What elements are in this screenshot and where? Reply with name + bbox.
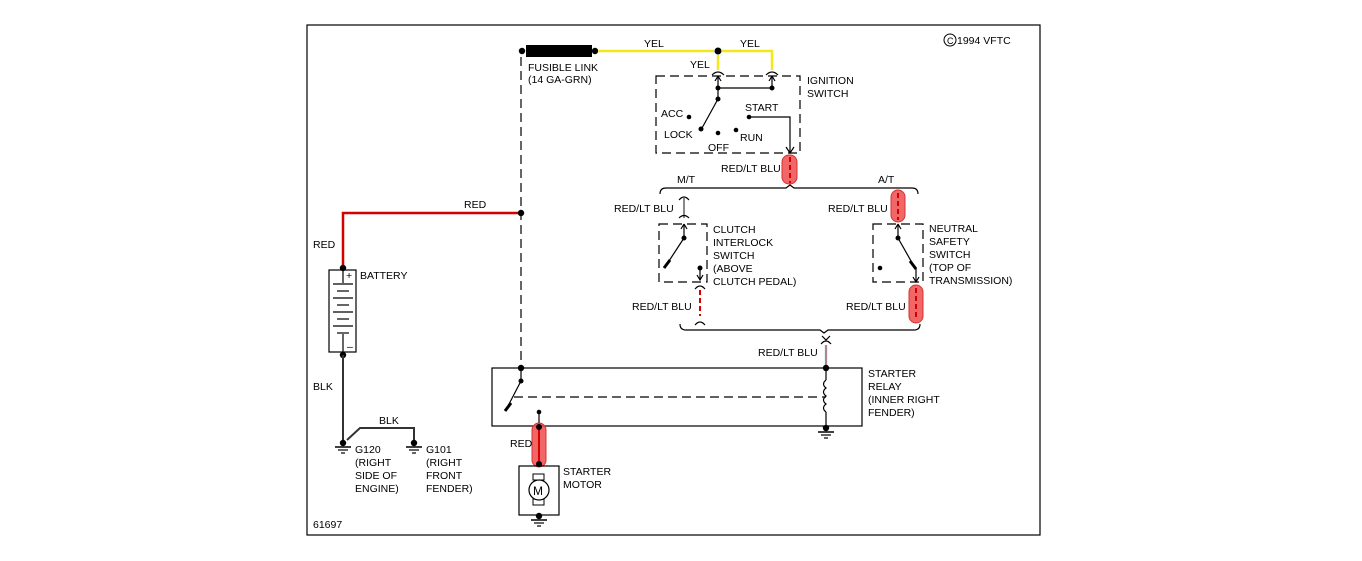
clutch-switch-line-5: CLUTCH PEDAL) [713,276,796,288]
neutral-switch-line-3: SWITCH [929,249,970,261]
ign-pos-start: START [745,102,779,114]
red-starter-label: RED [510,438,533,450]
ignition-switch: ACC LOCK OFF RUN START IGNITION SWITCH [655,71,854,155]
ground-icon [335,439,351,454]
g120-line-4: ENGINE) [355,483,399,495]
g120-line-3: SIDE OF [355,470,397,482]
starter-motor-line-1: STARTER [563,466,611,478]
ign-pos-off: OFF [708,142,729,154]
mt-branch-label: M/T [677,174,696,186]
fusible-link-label: FUSIBLE LINK [528,62,598,74]
clutch-switch-line-3: SWITCH [713,250,754,262]
ign-output-wire: RED/LT BLU [721,154,798,185]
branch-brace: M/T A/T [659,174,919,195]
battery-ground-wiring: BLK BLK G120 (RIGHT SIDE OF ENGINE) G101… [313,355,473,495]
clutch-switch-line-2: INTERLOCK [713,237,773,249]
battery-minus: – [347,341,353,353]
relay-line-2: RELAY [868,381,902,393]
blk-battery-label: BLK [313,381,333,393]
neutral-safety-switch: RED/LT BLU RED/LT BLU NEUTRAL SAFETY SWI… [828,189,1012,324]
ground-icon [531,512,547,527]
fusible-link-body [526,45,592,57]
neutral-switch-line-2: SAFETY [929,236,970,248]
starter-motor: RED M STARTER MOTOR [510,422,611,527]
g101-line-1: G101 [426,444,452,456]
red-top-label: RED [464,199,487,211]
ign-out-label: RED/LT BLU [721,163,781,175]
neutral-switch-line-1: NEUTRAL [929,223,978,235]
blk-ground-label: BLK [379,415,399,427]
ground-icon [406,439,422,454]
starter-relay: STARTER RELAY (INNER RIGHT FENDER) [491,364,940,439]
fusible-link: FUSIBLE LINK (14 GA-GRN) [518,45,599,86]
motor-icon [528,479,550,501]
g101-line-3: FRONT [426,470,463,482]
clutch-interlock-switch: RED/LT BLU RED/LT BLU CLUTCH INTERLOCK S… [614,196,796,326]
g120-line-2: (RIGHT [355,457,392,469]
ign-pos-run: RUN [740,132,763,144]
ign-pos-acc: ACC [661,108,684,120]
copyright: C 1994 VFTC [943,33,1011,47]
copyright-text: 1994 VFTC [957,35,1011,47]
clutch-switch-line-4: (ABOVE [713,263,753,275]
relay-line-1: STARTER [868,368,916,380]
battery-plus: + [346,270,352,282]
g120-line-1: G120 [355,444,381,456]
neutral-switch-line-5: TRANSMISSION) [929,275,1012,287]
fusible-link-detail: (14 GA-GRN) [528,74,592,86]
clutch-switch-line-1: CLUTCH [713,224,756,236]
g101-line-2: (RIGHT [426,457,463,469]
yel-label-3: YEL [690,59,710,71]
ign-pos-lock: LOCK [664,129,693,141]
battery-feed: RED RED [313,199,525,268]
yel-label-1: YEL [644,38,664,50]
diagram-frame [306,24,1041,536]
battery: + – BATTERY [328,264,407,359]
relay-line-3: (INNER RIGHT [868,394,940,406]
at-branch-label: A/T [878,174,895,186]
at-out-label: RED/LT BLU [846,301,906,313]
mt-out-label: RED/LT BLU [632,301,692,313]
yel-wire-2 [722,49,774,70]
yel-label-2: YEL [740,38,760,50]
battery-label: BATTERY [360,270,407,282]
at-in-label: RED/LT BLU [828,203,888,215]
neutral-switch-line-4: (TOP OF [929,262,971,274]
mt-in-label: RED/LT BLU [614,203,674,215]
figure-number: 61697 [313,519,342,531]
red-wire-battery [341,211,521,268]
ignition-switch-label-1: IGNITION [807,75,854,87]
red-battery-label: RED [313,239,336,251]
relay-line-4: FENDER) [868,407,915,419]
ground-icon [818,424,834,439]
g101-line-4: FENDER) [426,483,473,495]
copyright-icon [943,33,957,47]
motor-symbol: M [533,484,543,498]
copyright-symbol: C [947,36,954,46]
ignition-switch-label-2: SWITCH [807,88,848,100]
yellow-wires: YEL YEL YEL [598,38,774,71]
join-brace: RED/LT BLU [679,323,921,369]
starter-motor-line-2: MOTOR [563,479,602,491]
relay-in-label: RED/LT BLU [758,347,818,359]
